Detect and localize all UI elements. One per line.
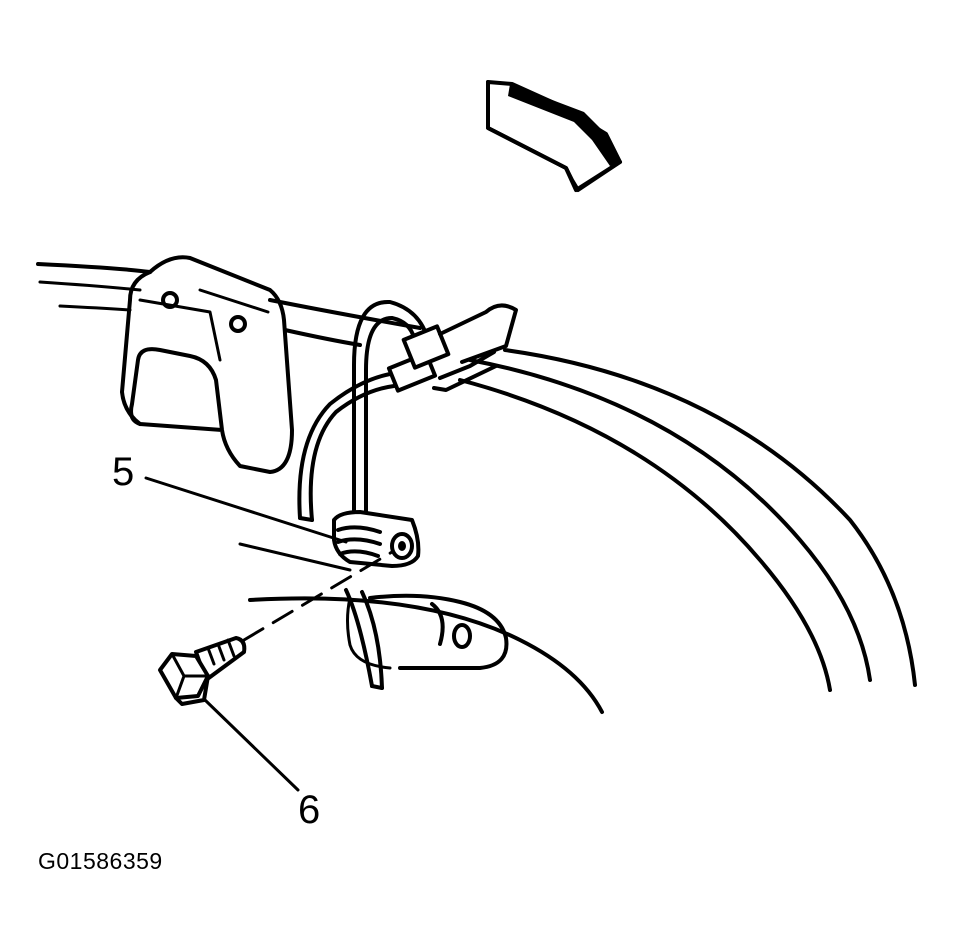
callout-label-5: 5	[112, 450, 135, 494]
callout-label-6: 6	[298, 788, 321, 832]
hose-fitting	[386, 303, 518, 393]
leader-line-5	[144, 476, 348, 544]
mounting-bracket-upper	[120, 255, 294, 474]
figure-id: G01586359	[38, 848, 163, 874]
brake-hose	[297, 299, 430, 690]
frame-rail	[36, 262, 422, 347]
reference-line	[238, 542, 352, 572]
hex-bolt-icon	[158, 636, 247, 706]
brake-line-clip	[332, 510, 421, 568]
leader-lines	[144, 476, 394, 792]
bolt-centerline	[242, 550, 394, 642]
forward-arrow-icon	[486, 80, 622, 192]
frame-crossmember	[458, 348, 917, 692]
mounting-bracket-lower	[248, 593, 604, 714]
leader-line-6	[203, 698, 300, 792]
